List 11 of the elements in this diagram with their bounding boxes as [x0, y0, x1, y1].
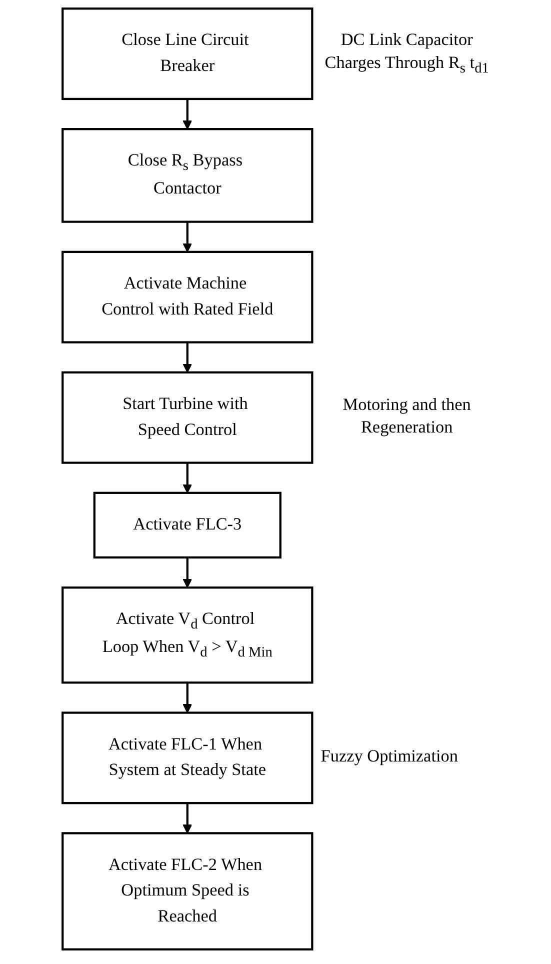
process-box: Start Turbine with Speed Control [61, 371, 314, 464]
process-box: Activate FLC-3 [93, 492, 282, 559]
process-box: Close R$_{s}$ Bypass Contactor [61, 128, 314, 223]
process-box: Close Line Circuit Breaker [61, 8, 314, 100]
process-box: Activate V$_{d}$ Control Loop When V$_{d}$ > V$_{d Min}$ [61, 586, 314, 684]
process-box: Activate FLC-2 When Optimum Speed is Reached [61, 832, 314, 950]
side-note: DC Link Capacitor Charges Through R$_{s}$ t$_{d1}$ [324, 30, 490, 78]
process-box: Activate FLC-1 When System at Steady State [61, 712, 314, 804]
side-note: Motoring and then Regeneration [342, 395, 472, 439]
side-note: Fuzzy Optimization [320, 746, 458, 768]
process-box: Activate Machine Control with Rated Field [61, 250, 314, 344]
